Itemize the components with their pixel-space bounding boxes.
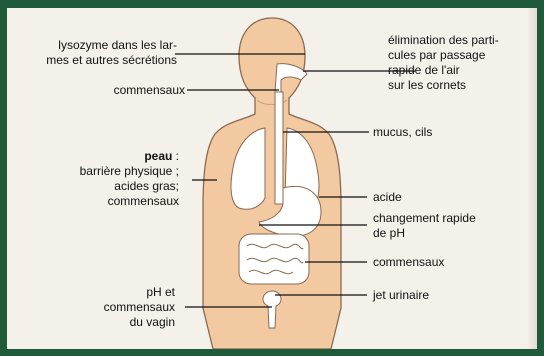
label-peau-title: peau <box>144 149 172 163</box>
label-acide: acide <box>373 190 402 205</box>
label-elimination: élimination des parti- cules par passage… <box>388 33 499 93</box>
trachea <box>275 92 283 204</box>
label-jet-urinaire: jet urinaire <box>373 288 429 303</box>
label-peau: peau : barrière physique ; acides gras; … <box>80 149 179 209</box>
label-commensaux-nose: commensaux <box>114 83 185 98</box>
label-changement-ph: changement rapide de pH <box>373 211 476 241</box>
label-commensaux-intestin: commensaux <box>373 255 444 270</box>
label-lysozyme: lysozyme dans les lar- mes et autres séc… <box>46 38 177 68</box>
bladder <box>263 291 281 307</box>
label-mucus: mucus, cils <box>373 125 432 140</box>
label-ph-vagin: pH et commensaux du vagin <box>104 285 175 330</box>
diagram-panel: lysozyme dans les lar- mes et autres séc… <box>7 8 537 349</box>
page-edge-shadow <box>527 8 537 349</box>
